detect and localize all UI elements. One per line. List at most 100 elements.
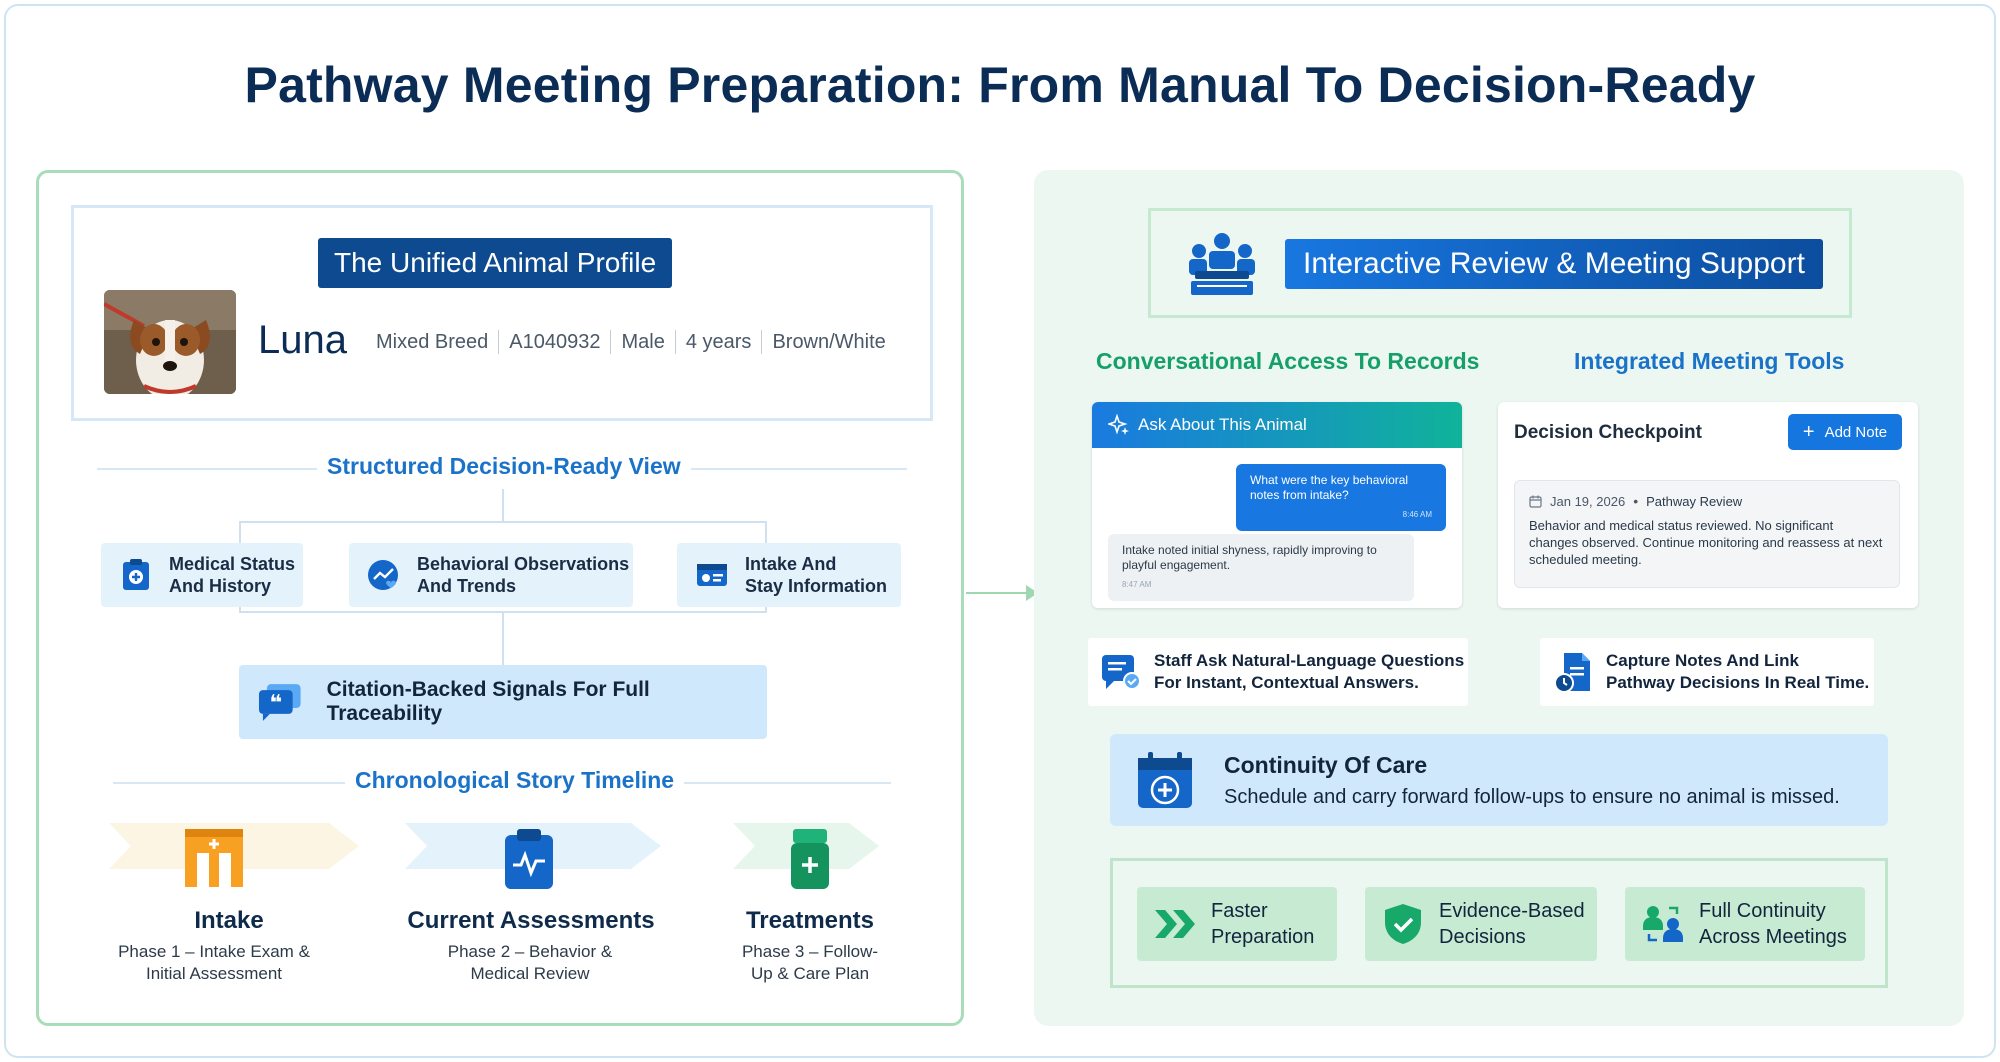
decision-checkpoint-card: Decision Checkpoint + Add Note Jan 19, 2… [1498,402,1918,608]
meta-color: Brown/White [772,330,886,353]
phase-assessments-title: Current Assessments [407,907,655,934]
checkpoint-note: Jan 19, 2026 • Pathway Review Behavior a… [1514,480,1900,588]
citation-signals-box: ❝ Citation-Backed Signals For Full Trace… [239,665,767,739]
tree-connector [239,521,767,523]
assessment-clipboard-icon [505,829,553,889]
calendar-icon [1529,495,1542,508]
profile-heading: The Unified Animal Profile [318,238,673,288]
structured-view-title: Structured Decision-Ready View [317,453,691,480]
outcome-evidence-line2: Decisions [1439,926,1526,948]
phase-intake-title: Intake [194,907,264,934]
outcome-evidence-line1: Evidence-Based [1439,900,1585,922]
left-panel: The Unified Animal Profile Luna Mixed Br… [36,170,964,1026]
double-chevron-icon [1155,910,1195,938]
outcome-continuity-line1: Full Continuity [1699,900,1826,922]
chat-card: Ask About This Animal What were the key … [1092,402,1462,608]
timeline-heading: Chronological Story Timeline [113,767,891,797]
people-sync-icon [1643,906,1683,942]
checkpoint-title: Decision Checkpoint [1514,422,1702,443]
user-message-time: 8:46 AM [1402,510,1432,519]
outcome-faster-line2: Preparation [1211,926,1315,948]
chat-header: Ask About This Animal [1092,402,1462,448]
structured-view-heading: Structured Decision-Ready View [97,453,907,483]
feature-capture-notes-line1: Capture Notes And Link [1606,651,1799,670]
outcome-faster-line1: Faster [1211,900,1268,922]
phase-intake-sub: Phase 1 – Intake Exam &Initial Assessmen… [118,942,310,983]
phase-assessments-sub: Phase 2 – Behavior &Medical Review [447,942,613,983]
continuity-title: Continuity Of Care [1224,752,1428,778]
animal-profile-card: The Unified Animal Profile Luna Mixed Br… [71,205,933,421]
continuity-sub: Schedule and carry forward follow-ups to… [1224,786,1840,808]
add-note-button[interactable]: + Add Note [1788,414,1902,450]
user-message: What were the key behavioral notes from … [1236,464,1446,531]
meta-age: 4 years [685,330,752,353]
phase-assessments: Current Assessments Phase 2 – Behavior &… [385,823,705,1013]
flow-connector [966,592,1036,594]
calendar-medical-icon [1138,752,1192,808]
category-behavioral-line2: And Trends [417,576,517,596]
chat-check-icon [1102,655,1141,690]
note-body: Behavior and medical status reviewed. No… [1529,518,1883,567]
continuity-of-care-box: Continuity Of Care Schedule and carry fo… [1110,734,1888,826]
medical-clipboard-icon [123,559,149,590]
dog-photo [104,290,236,394]
note-meta: Jan 19, 2026 • Pathway Review [1529,493,1885,509]
quote-chat-icon: ❝ [258,684,301,721]
svg-text:❝: ❝ [269,691,282,716]
shield-check-icon [1385,904,1421,944]
outcome-continuity-line2: Across Meetings [1699,926,1847,948]
meta-id: A1040932 [509,330,601,353]
category-intake-line2: Stay Information [745,576,888,596]
review-header-box: Interactive Review & Meeting Support [1148,208,1852,318]
meta-divider [498,330,500,354]
page-frame [4,4,1996,1058]
assistant-message-time: 8:47 AM [1122,580,1152,589]
tree-connector [502,611,504,667]
timeline-title: Chronological Story Timeline [345,767,685,794]
meta-divider [610,330,612,354]
meeting-people-icon [1189,233,1255,295]
note-type: Pathway Review [1646,493,1743,509]
review-heading: Interactive Review & Meeting Support [1285,239,1823,289]
phase-treatments-title: Treatments [745,907,875,934]
animal-meta: Mixed Breed A1040932 Male 4 years Brown/… [366,330,896,354]
category-medical-line2: And History [169,576,272,596]
citation-label: Citation-Backed Signals For Full Traceab… [326,678,650,725]
document-clock-icon [1554,653,1590,693]
page-title: Pathway Meeting Preparation: From Manual… [244,57,1756,113]
add-note-label: Add Note [1824,423,1888,441]
meta-divider [674,330,676,354]
assistant-message: Intake noted initial shyness, rapidly im… [1108,534,1414,601]
id-card-icon [697,564,727,586]
feature-natural-language-line1: Staff Ask Natural-Language Questions [1154,651,1465,670]
phase-treatments-sub: Phase 3 – Follow-Up & Care Plan [741,942,879,983]
chat-header-title: Ask About This Animal [1138,415,1307,434]
feature-capture-notes-line2: Pathway Decisions In Real Time. [1606,673,1870,692]
category-medical-line1: Medical Status [169,554,296,574]
meta-breed: Mixed Breed [376,330,489,353]
meta-divider [761,330,763,354]
tools-heading: Integrated Meeting Tools [1574,348,1845,374]
phase-treatments: Treatments Phase 3 – Follow-Up & Care Pl… [733,823,933,1013]
right-panel: Interactive Review & Meeting Support Con… [1034,170,1964,1026]
plus-icon: + [1802,421,1815,443]
phase-intake: Intake Phase 1 – Intake Exam &Initial As… [79,823,379,1013]
category-intake-line1: Intake And [745,554,837,574]
conversational-heading: Conversational Access To Records [1096,348,1480,374]
meta-sex: Male [621,330,665,353]
behavior-trend-icon [368,560,398,590]
category-behavioral-line1: Behavioral Observations [417,554,630,574]
tree-connector [502,489,504,523]
sparkle-icon [1108,414,1129,435]
feature-natural-language-line2: For Instant, Contextual Answers. [1154,673,1419,692]
note-date: Jan 19, 2026 [1550,493,1626,509]
animal-name: Luna [258,318,347,362]
